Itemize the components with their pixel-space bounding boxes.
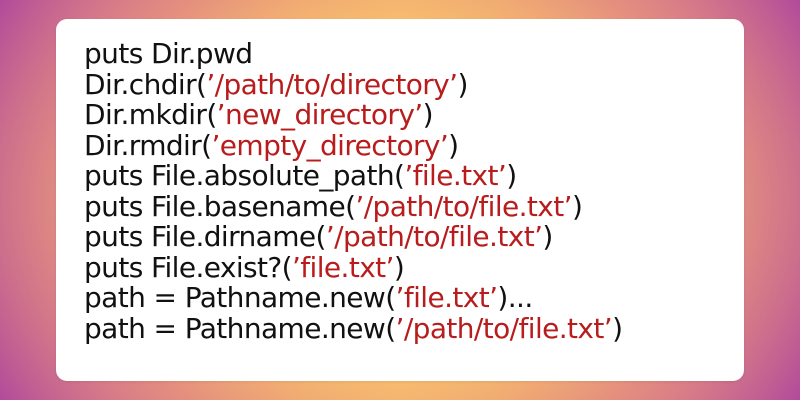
- code-text: )...: [497, 281, 533, 314]
- code-text: puts File.absolute_path(: [84, 159, 405, 192]
- code-text: Dir.chdir(: [84, 67, 207, 101]
- string-literal: ’file.txt’: [291, 250, 394, 284]
- code-text: puts File.exist?(: [84, 250, 293, 284]
- code-text: ): [506, 159, 517, 192]
- string-literal: ’file.txt’: [395, 281, 498, 314]
- code-line: puts File.basename(’/path/to/file.txt’): [84, 189, 744, 223]
- code-line: path = Pathname.new(’/path/to/file.txt’): [84, 311, 744, 345]
- string-literal: ’file.txt’: [404, 159, 507, 192]
- code-text: ): [393, 250, 405, 284]
- code-text: ): [422, 98, 434, 131]
- code-line: Dir.mkdir(’new_directory’): [84, 98, 744, 131]
- code-text: puts File.basename(: [84, 189, 356, 223]
- code-line: Dir.rmdir(’empty_directory’): [84, 128, 744, 162]
- code-text: puts Dir.pwd: [84, 37, 253, 70]
- string-literal: ’new_directory’: [216, 98, 424, 131]
- code-text: ): [448, 128, 459, 162]
- code-text: ): [457, 67, 468, 101]
- string-literal: ’/path/to/directory’: [206, 67, 458, 101]
- code-line: puts Dir.pwd: [84, 37, 744, 70]
- code-text: ): [571, 189, 583, 223]
- string-literal: ’/path/to/file.txt’: [355, 189, 572, 223]
- code-text: ): [542, 220, 553, 253]
- string-literal: ’empty_directory’: [211, 128, 449, 162]
- code-text: puts File.dirname(: [84, 220, 326, 253]
- code-line: puts File.absolute_path(’file.txt’): [84, 159, 744, 192]
- code-card: puts Dir.pwd Dir.chdir(’/path/to/directo…: [56, 19, 744, 381]
- string-literal: ’/path/to/file.txt’: [395, 311, 613, 345]
- code-text: path = Pathname.new(: [84, 281, 396, 314]
- code-text: Dir.rmdir(: [84, 128, 212, 162]
- code-line: puts File.dirname(’/path/to/file.txt’): [84, 220, 744, 253]
- code-text: Dir.mkdir(: [84, 98, 217, 131]
- code-block: puts Dir.pwd Dir.chdir(’/path/to/directo…: [84, 37, 744, 345]
- code-line: path = Pathname.new(’file.txt’)...: [84, 281, 744, 314]
- string-literal: ’/path/to/file.txt’: [325, 220, 543, 253]
- code-line: Dir.chdir(’/path/to/directory’): [84, 67, 744, 101]
- code-line: puts File.exist?(’file.txt’): [84, 250, 744, 284]
- code-text: path = Pathname.new(: [84, 311, 396, 345]
- code-text: ): [612, 311, 623, 345]
